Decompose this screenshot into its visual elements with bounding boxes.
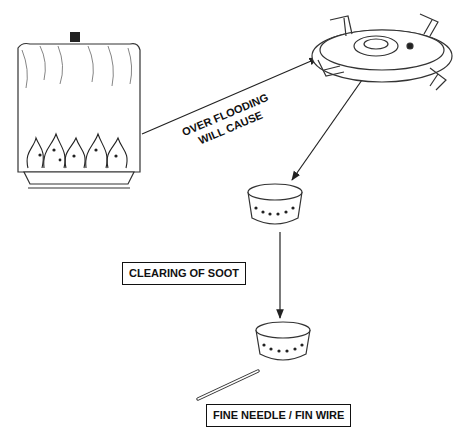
arrow-label: OVER FLOODING WILL CAUSE — [175, 89, 281, 155]
arrow — [279, 232, 280, 318]
arrow — [292, 80, 362, 180]
burner-hole — [254, 206, 294, 215]
gas-burner — [312, 14, 452, 90]
flame — [27, 134, 127, 168]
box-label: CLEARING OF SOOT — [129, 267, 239, 280]
burner-cap — [256, 322, 310, 360]
text-box: FINE NEEDLE / FIN WIRE — [206, 404, 351, 427]
text-box: CLEARING OF SOOT — [122, 262, 246, 285]
soot-dot — [38, 148, 117, 161]
fine-needle — [198, 371, 258, 399]
kettle — [18, 32, 140, 188]
box-label: FINE NEEDLE / FIN WIRE — [213, 409, 344, 422]
burner-hole — [262, 343, 303, 352]
burner-cap — [248, 184, 302, 224]
